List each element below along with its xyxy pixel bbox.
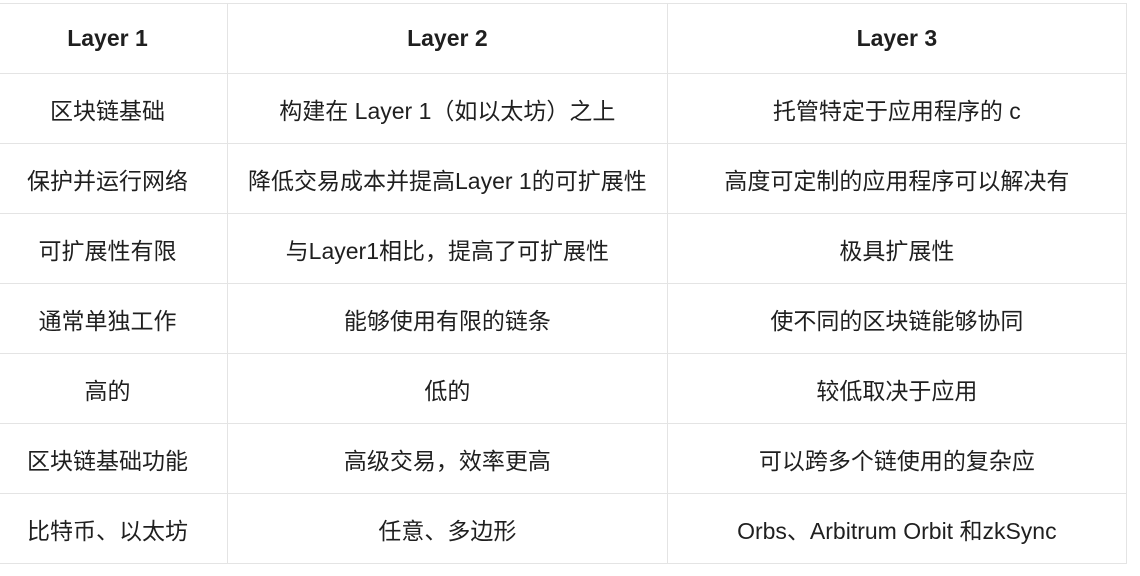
table-header-row: Layer 1 Layer 2 Layer 3 [0,3,1128,74]
table-cell: 托管特定于应用程序的 c [666,73,1128,144]
table-row: 通常单独工作 能够使用有限的链条 使不同的区块链能够协同 [0,283,1128,354]
table-cell: 高级交易，效率更高 [227,423,668,494]
table-cell: 能够使用有限的链条 [227,283,668,354]
table-cell: 比特币、以太坊 [0,493,228,564]
table-cell: 可以跨多个链使用的复杂应 [666,423,1128,494]
table-cell: 可扩展性有限 [0,213,228,284]
table-cell: 使不同的区块链能够协同 [666,283,1128,354]
table-cell: 较低取决于应用 [666,353,1128,424]
table-row: 比特币、以太坊 任意、多边形 Orbs、Arbitrum Orbit 和zkSy… [0,493,1128,564]
table-cell: 任意、多边形 [227,493,668,564]
header-layer-1: Layer 1 [0,3,228,74]
table-row: 可扩展性有限 与Layer1相比，提高了可扩展性 极具扩展性 [0,213,1128,284]
table-row: 区块链基础 构建在 Layer 1（如以太坊）之上 托管特定于应用程序的 c [0,73,1128,144]
table-cell: Orbs、Arbitrum Orbit 和zkSync [666,493,1128,564]
table-cell: 与Layer1相比，提高了可扩展性 [227,213,668,284]
table-cell: 构建在 Layer 1（如以太坊）之上 [227,73,668,144]
table-cell: 通常单独工作 [0,283,228,354]
table-cell: 区块链基础功能 [0,423,228,494]
table-cell: 保护并运行网络 [0,143,228,214]
table-row: 区块链基础功能 高级交易，效率更高 可以跨多个链使用的复杂应 [0,423,1128,494]
header-layer-3: Layer 3 [666,3,1128,74]
table-row: 保护并运行网络 降低交易成本并提高Layer 1的可扩展性 高度可定制的应用程序… [0,143,1128,214]
header-layer-2: Layer 2 [227,3,668,74]
table-cell: 降低交易成本并提高Layer 1的可扩展性 [227,143,668,214]
table-cell: 极具扩展性 [666,213,1128,284]
table-cell: 区块链基础 [0,73,228,144]
layer-comparison-table: Layer 1 Layer 2 Layer 3 区块链基础 构建在 Layer … [0,3,1128,564]
table-cell: 高度可定制的应用程序可以解决有 [666,143,1128,214]
table-row: 高的 低的 较低取决于应用 [0,353,1128,424]
table-cell: 低的 [227,353,668,424]
table-cell: 高的 [0,353,228,424]
